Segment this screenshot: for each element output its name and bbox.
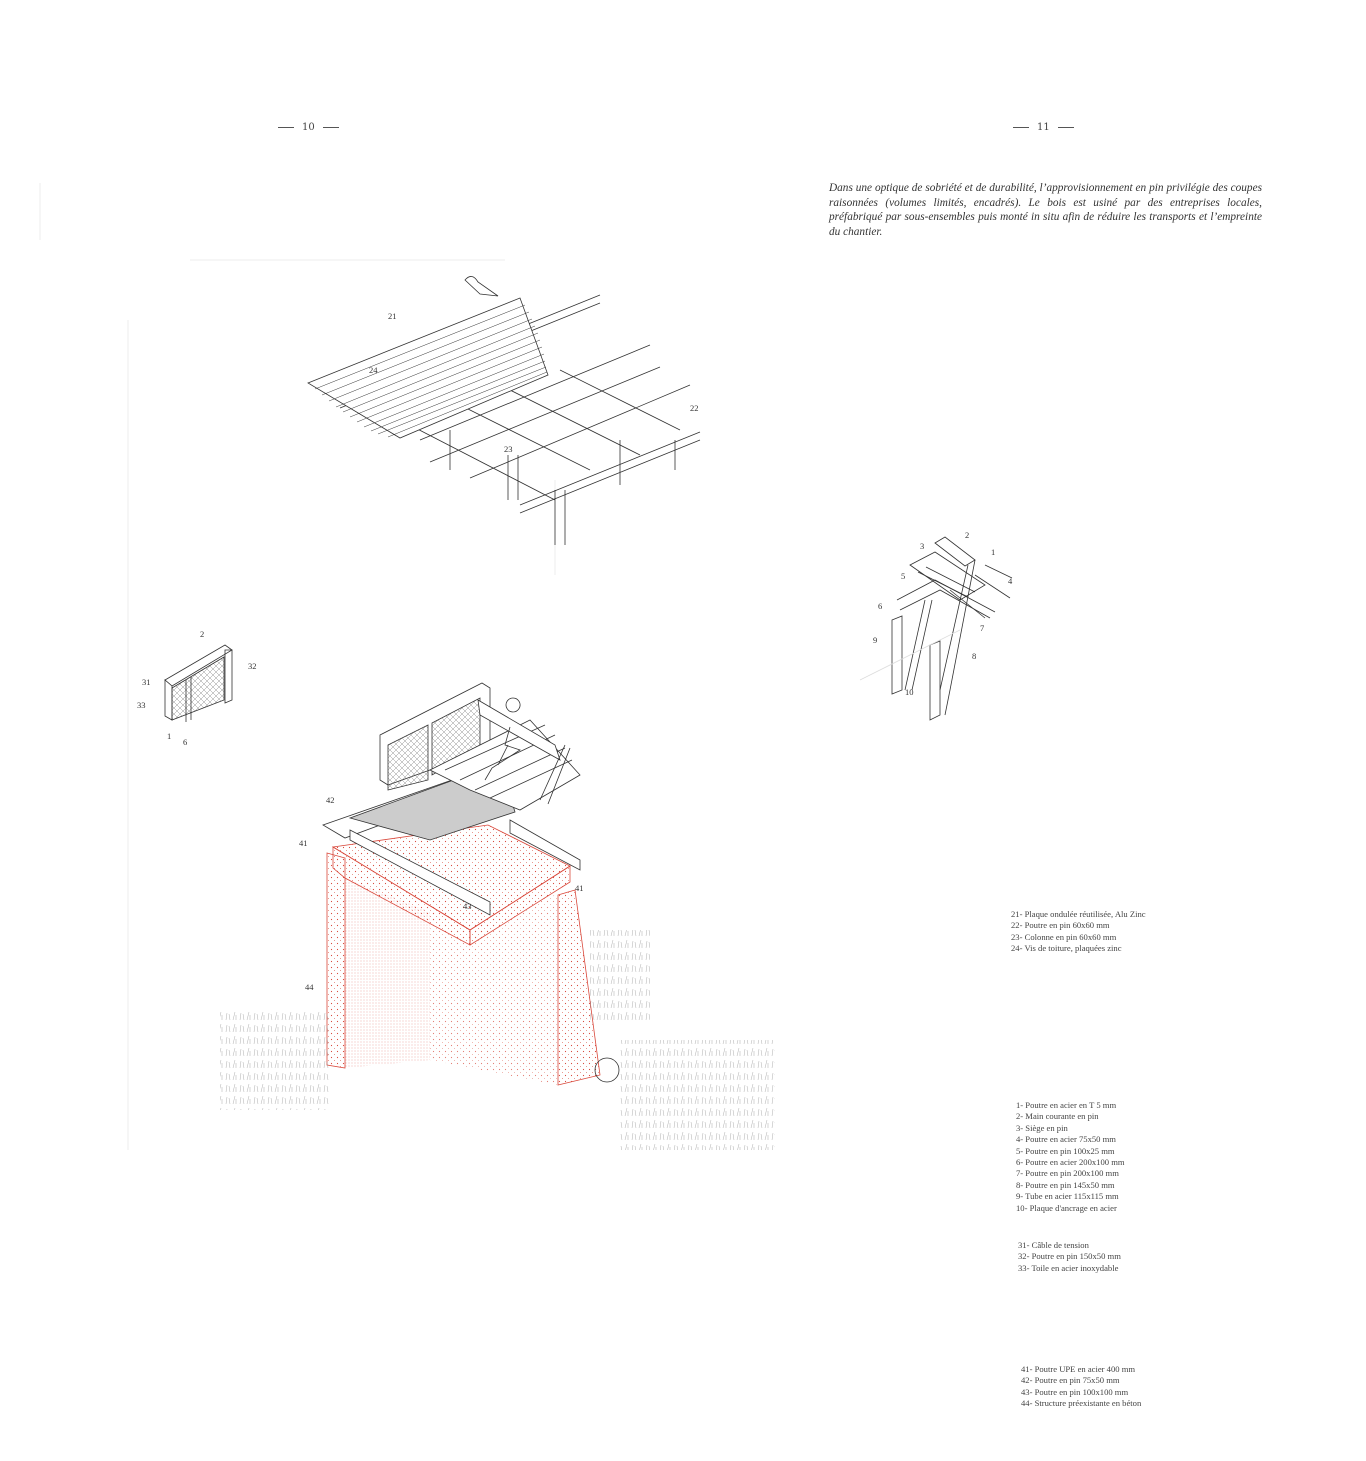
upe-beam-right bbox=[509, 819, 581, 871]
callout-seat-9: 9 bbox=[873, 635, 878, 645]
legend-item: 44- Structure préexistante en béton bbox=[1021, 1398, 1142, 1409]
callout-43: 43 bbox=[463, 901, 472, 911]
page-number-text: 10 bbox=[302, 122, 315, 133]
concrete-slab-edge bbox=[332, 846, 471, 946]
legend-item: 31- Câble de tension bbox=[1018, 1240, 1089, 1250]
person-crouching-icon bbox=[594, 1057, 620, 1083]
seat-drawing bbox=[859, 536, 1013, 721]
callout-2: 2 bbox=[200, 629, 205, 639]
legend-item: 41- Poutre UPE en acier 400 mm bbox=[1021, 1364, 1136, 1374]
legend-item: 2- Main courante en pin bbox=[1016, 1111, 1099, 1122]
legend-item: 24- Vis de toiture, plaquées zinc bbox=[1011, 943, 1122, 954]
main-structure-drawing bbox=[220, 682, 775, 1150]
callout-31: 31 bbox=[142, 677, 151, 687]
corrugated-sheet bbox=[307, 297, 549, 439]
corrugations bbox=[314, 304, 548, 438]
concrete-inner-shadow bbox=[345, 878, 430, 1068]
callout-seat-2: 2 bbox=[965, 530, 970, 540]
callout-seat-7: 7 bbox=[980, 623, 985, 633]
legend-seat: 1- Poutre en acier en T 5 mm 2- Main cou… bbox=[1016, 1100, 1125, 1214]
callout-6: 6 bbox=[183, 737, 188, 747]
guide-lines bbox=[39, 183, 556, 1150]
callout-seat-10: 10 bbox=[905, 687, 914, 697]
vegetation-left bbox=[220, 1010, 330, 1110]
callout-24: 24 bbox=[369, 365, 378, 375]
vegetation-right-low bbox=[620, 1040, 775, 1150]
seated-person-icon bbox=[484, 697, 521, 781]
callout-seat-1: 1 bbox=[991, 547, 996, 557]
legend-item: 10- Plaque d'ancrage en acier bbox=[1016, 1202, 1117, 1213]
callout-seat-8: 8 bbox=[972, 651, 977, 661]
seat-back bbox=[477, 699, 561, 761]
callout-41-right: 41 bbox=[575, 883, 584, 893]
intro-paragraph: Dans une optique de sobriété et de durab… bbox=[829, 182, 1262, 238]
legend-item: 7- Poutre en pin 200x100 mm bbox=[1016, 1168, 1119, 1179]
callout-44: 44 bbox=[305, 982, 314, 992]
callout-33: 33 bbox=[137, 700, 146, 710]
legend-item: 1- Poutre en acier en T 5 mm bbox=[1016, 1100, 1117, 1110]
legend-item: 42- Poutre en pin 75x50 mm bbox=[1021, 1375, 1120, 1386]
legend-item: 8- Poutre en pin 145x50 mm bbox=[1016, 1179, 1115, 1190]
legend-item: 21- Plaque ondulée réutilisée, Alu Zinc bbox=[1011, 909, 1146, 919]
legend-railing: 31- Câble de tension 32- Poutre en pin 1… bbox=[1018, 1240, 1121, 1274]
page-number-right: 11 bbox=[1013, 122, 1074, 133]
beam-43 bbox=[349, 829, 491, 916]
legend-item: 5- Poutre en pin 100x25 mm bbox=[1016, 1145, 1115, 1156]
callout-1: 1 bbox=[167, 731, 172, 741]
concrete-back bbox=[430, 895, 558, 1085]
callout-42: 42 bbox=[326, 795, 335, 805]
legend-structure: 41- Poutre UPE en acier 400 mm 42- Poutr… bbox=[1021, 1364, 1141, 1410]
legend-item: 23- Colonne en pin 60x60 mm bbox=[1011, 931, 1117, 942]
concrete-right-wall bbox=[557, 889, 601, 1086]
callout-seat-3: 3 bbox=[920, 541, 925, 551]
legend-item: 32- Poutre en pin 150x50 mm bbox=[1018, 1251, 1121, 1262]
callout-seat-5: 5 bbox=[901, 571, 906, 581]
callout-32: 32 bbox=[248, 661, 257, 671]
legend-item: 3- Siège en pin bbox=[1016, 1122, 1068, 1133]
page-number-text: 11 bbox=[1037, 122, 1050, 133]
legend-item: 43- Poutre en pin 100x100 mm bbox=[1021, 1386, 1129, 1397]
legend-item: 4- Poutre en acier 75x50 mm bbox=[1016, 1134, 1116, 1145]
legend-item: 33- Toile en acier inoxydable bbox=[1018, 1262, 1119, 1273]
callout-41: 41 bbox=[299, 838, 308, 848]
legend-item: 9- Tube en acier 115x115 mm bbox=[1016, 1191, 1119, 1202]
callout-23: 23 bbox=[504, 444, 513, 454]
page-number-left: 10 bbox=[278, 122, 339, 133]
vegetation-right bbox=[590, 930, 650, 1020]
callout-22: 22 bbox=[690, 403, 699, 413]
legend-item: 22- Poutre en pin 60x60 mm bbox=[1011, 920, 1110, 931]
railing-drawing bbox=[164, 644, 233, 722]
roof-drawing bbox=[307, 276, 701, 545]
callout-seat-4: 4 bbox=[1008, 576, 1013, 586]
legend-roof: 21- Plaque ondulée réutilisée, Alu Zinc … bbox=[1011, 909, 1146, 955]
callout-21: 21 bbox=[388, 311, 397, 321]
bird-icon bbox=[464, 276, 499, 297]
legend-item: 6- Poutre en acier 200x100 mm bbox=[1016, 1157, 1125, 1168]
callout-seat-6: 6 bbox=[878, 601, 883, 611]
